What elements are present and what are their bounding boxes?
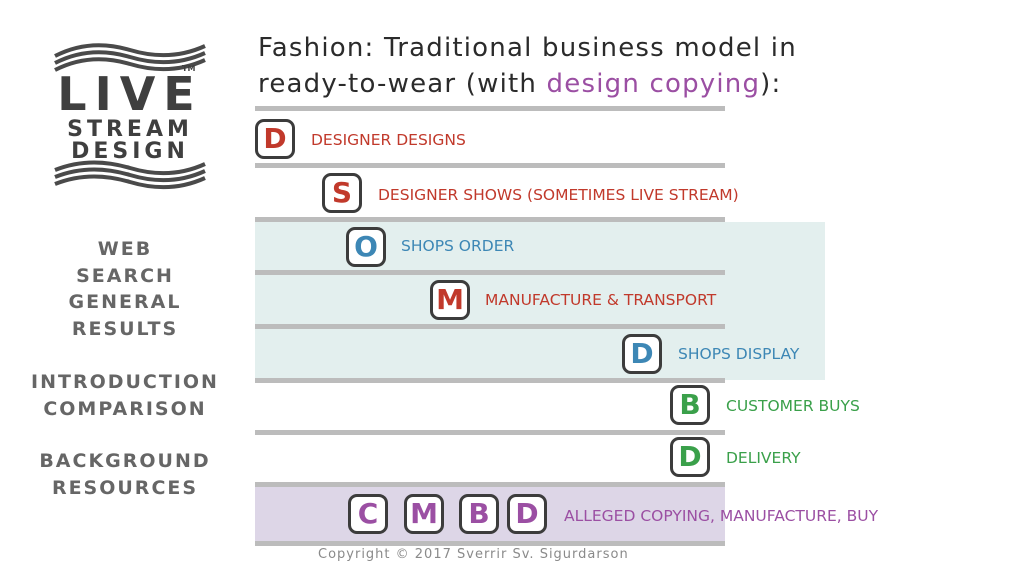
logo-trademark: TM [182,64,196,73]
divider-line [255,482,725,487]
nav-line: WEB [97,238,153,260]
step-badge-designer-designs: D [255,119,295,159]
copy-badge-copying: C [348,494,388,534]
logo-text-stream: STREAM [67,117,193,142]
nav-background-resources[interactable]: BACKGROUND RESOURCES [20,448,230,501]
divider-line [255,163,725,168]
title-line-2-prefix: ready-to-wear (with [258,69,547,99]
copy-badge-manufacture: M [404,494,444,534]
divider-line [255,324,725,329]
divider-line [255,541,725,546]
step-label-shops-order: SHOPS ORDER [401,237,515,255]
divider-line [255,430,725,435]
page-title: Fashion: Traditional business model in r… [258,30,918,102]
title-line-2-suffix: ): [760,69,782,99]
step-badge-shops-display: D [622,334,662,374]
copyright-notice: Copyright © 2017 Sverrir Sv. Sigurdarson [318,547,629,562]
logo-text-live: LIVE [57,67,203,121]
nav-line: BACKGROUND [39,450,211,472]
step-badge-manufacture-transport: M [430,280,470,320]
divider-line [255,270,725,275]
nav-line: GENERAL [68,291,182,313]
copy-badge-delivery: D [507,494,547,534]
nav-line: COMPARISON [43,397,207,420]
nav-web-search-general-results[interactable]: WEB SEARCH GENERAL RESULTS [20,236,230,342]
logo-wave-graphic [54,43,206,190]
logo-text-design: DESIGN [71,139,189,164]
nav-line: SEARCH [76,264,174,287]
nav-introduction-comparison[interactable]: INTRODUCTION COMPARISON [20,369,230,422]
divider-line [255,106,725,111]
nav-line: RESOURCES [51,476,199,499]
divider-line [255,217,725,222]
step-label-manufacture-transport: MANUFACTURE & TRANSPORT [485,291,717,309]
copy-badge-buy: B [459,494,499,534]
step-badge-designer-shows: S [322,173,362,213]
step-label-delivery: DELIVERY [726,449,801,467]
step-label-designer-designs: DESIGNER DESIGNS [311,131,466,149]
copy-label-alleged-copying: ALLEGED COPYING, MANUFACTURE, BUY [564,507,879,525]
title-accent-design-copying: design copying [546,69,761,99]
title-line-2: ready-to-wear (with design copying): [258,66,918,102]
nav-line: INTRODUCTION [31,371,219,393]
step-label-shops-display: SHOPS DISPLAY [678,345,800,363]
step-label-designer-shows: DESIGNER SHOWS (SOMETIMES LIVE STREAM) [378,186,739,204]
step-badge-delivery: D [670,437,710,477]
divider-line [255,378,725,383]
step-badge-shops-order: O [346,227,386,267]
nav-line: RESULTS [71,317,179,340]
step-label-customer-buys: CUSTOMER BUYS [726,397,860,415]
title-line-1: Fashion: Traditional business model in [258,33,797,63]
step-badge-customer-buys: B [670,385,710,425]
live-stream-design-logo: LIVE TM STREAM DESIGN [50,36,210,196]
